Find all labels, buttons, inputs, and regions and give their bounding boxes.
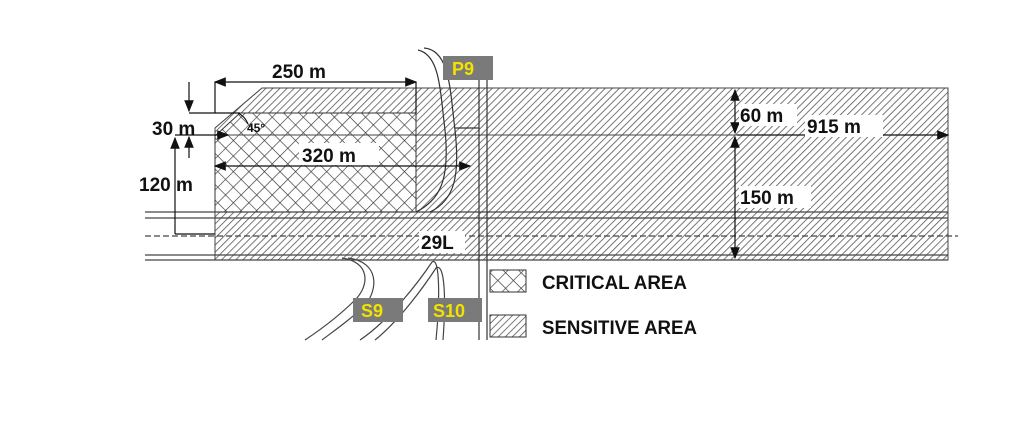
legend-sensitive-label: SENSITIVE AREA (542, 318, 697, 339)
legend-critical-swatch (489, 269, 527, 293)
legend-sensitive-swatch (489, 314, 527, 338)
dimension-lines (170, 77, 950, 260)
svg-text:S9: S9 (361, 301, 383, 321)
taxiway-p9-lines (415, 47, 488, 340)
legend-critical-label: CRITICAL AREA (542, 273, 687, 294)
svg-text:S10: S10 (433, 301, 465, 321)
legend: CRITICAL AREA SENSITIVE AREA (489, 269, 697, 339)
angle-45: 45° (247, 121, 265, 135)
taxiway-tag-p9: P9 (443, 56, 493, 80)
svg-text:P9: P9 (452, 59, 474, 79)
dimension-250m: 250 m (272, 62, 326, 83)
runway-label: 29L (421, 233, 454, 254)
dimension-120m: 120 m (139, 175, 193, 196)
dimension-915m: 915 m (807, 117, 861, 138)
dimension-150m: 150 m (740, 188, 794, 209)
taxiway-tag-s10: S10 (428, 298, 482, 322)
dimension-60m: 60 m (740, 106, 783, 127)
dimension-30m: 30 m (152, 119, 195, 140)
dimension-320m: 320 m (302, 146, 356, 167)
taxiway-tag-s9: S9 (353, 298, 403, 322)
